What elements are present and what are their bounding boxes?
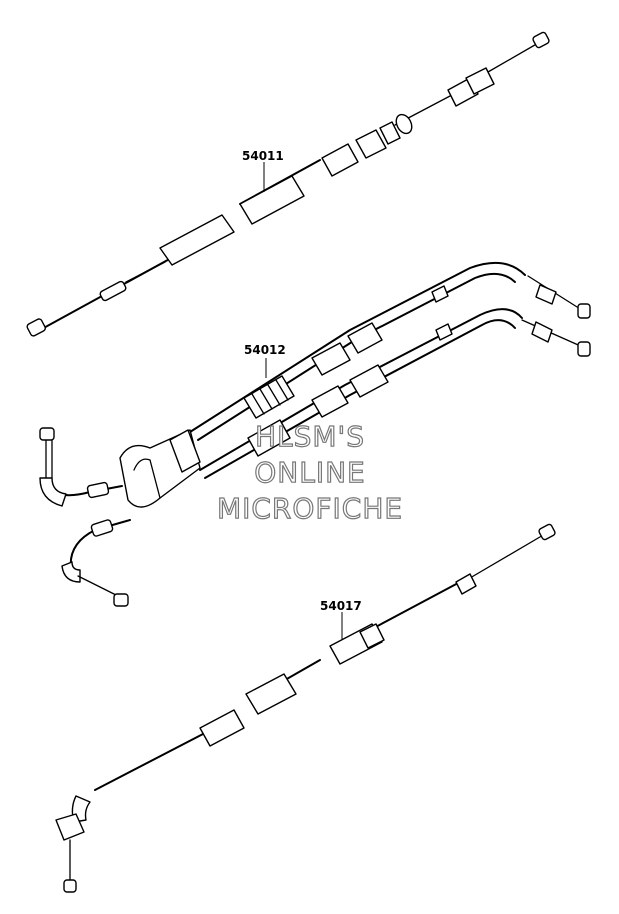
cable-boot bbox=[465, 67, 495, 95]
cable-sleeve bbox=[245, 673, 297, 715]
cable-end-fitting bbox=[577, 341, 591, 357]
part-label-54012[interactable]: 54012 bbox=[244, 343, 286, 357]
cable-54011[interactable]: 54011 bbox=[26, 31, 550, 337]
part-label-54017[interactable]: 54017 bbox=[320, 599, 362, 613]
cable-ferrule bbox=[90, 519, 114, 537]
cable-sleeve bbox=[349, 364, 389, 398]
lock-nut bbox=[359, 623, 385, 649]
cable-54012[interactable]: 54012 bbox=[39, 261, 591, 607]
cable-elbow bbox=[61, 561, 81, 583]
watermark-line-1: HLSM'S bbox=[255, 420, 365, 453]
cable-sleeve bbox=[431, 285, 449, 303]
cable-elbow bbox=[39, 477, 67, 507]
cable-ferrule bbox=[455, 573, 477, 595]
cable-54017[interactable]: 54017 bbox=[55, 523, 556, 893]
cable-sleeve bbox=[199, 709, 245, 747]
cable-end-fitting bbox=[39, 427, 55, 441]
cable-end-fitting bbox=[577, 303, 591, 319]
part-label-54011[interactable]: 54011 bbox=[242, 149, 284, 163]
cable-ferrule bbox=[86, 481, 110, 499]
cable-boot bbox=[531, 321, 553, 343]
cable-sleeve bbox=[311, 385, 349, 418]
cable-sleeve bbox=[347, 322, 383, 354]
adjuster-nut bbox=[355, 129, 387, 159]
watermark-line-2: ONLINE bbox=[254, 456, 365, 489]
junction-box-cap bbox=[169, 429, 201, 473]
cable-end-fitting bbox=[538, 523, 556, 541]
cable-end-fitting bbox=[26, 318, 46, 337]
cable-sleeve bbox=[159, 214, 235, 266]
knurled-adjuster bbox=[243, 375, 295, 419]
watermark: HLSM'S ONLINE MICROFICHE bbox=[216, 419, 403, 525]
cable-boot bbox=[535, 284, 557, 305]
cable-sleeve bbox=[311, 342, 351, 376]
cable-sleeve bbox=[435, 323, 453, 341]
cable-end-fitting bbox=[63, 879, 77, 893]
cable-adjuster bbox=[247, 419, 291, 457]
cable-end-fitting bbox=[532, 31, 550, 49]
cable-end-block bbox=[55, 813, 85, 841]
watermark-line-3: MICROFICHE bbox=[217, 492, 403, 525]
adjuster-nut bbox=[379, 121, 401, 145]
cable-sleeve bbox=[239, 175, 305, 225]
cable-ferrule bbox=[99, 280, 127, 302]
adjuster-housing bbox=[321, 143, 359, 177]
lock-nut bbox=[395, 113, 413, 135]
cable-end-fitting bbox=[113, 593, 129, 607]
